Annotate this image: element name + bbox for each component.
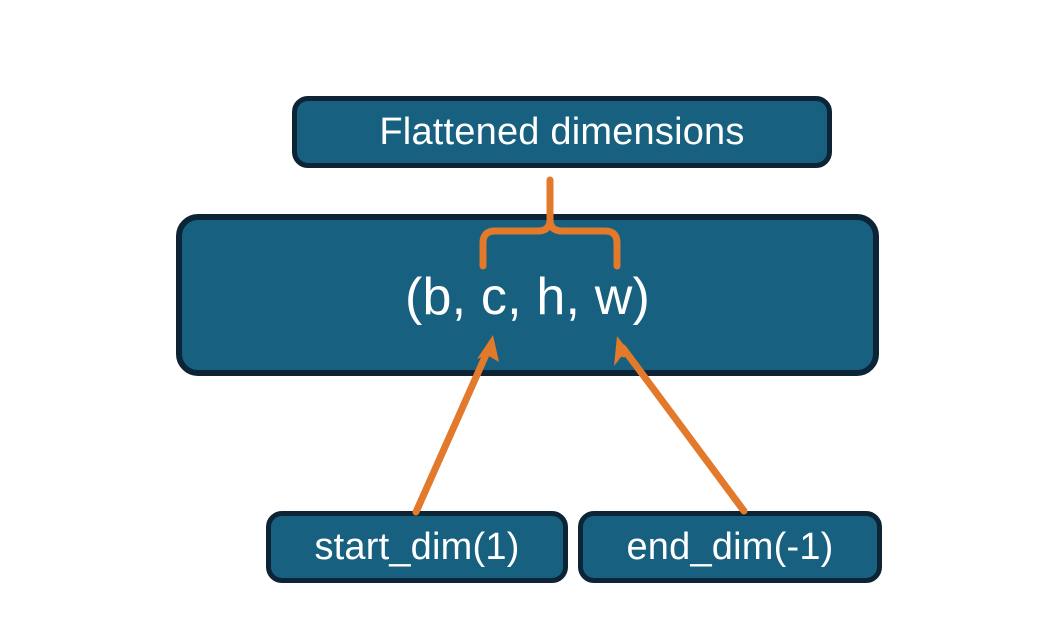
node-start-dim-label: start_dim(1) — [314, 525, 520, 568]
node-end-dim-label: end_dim(-1) — [626, 525, 834, 568]
node-tensor-shape[interactable]: (b, c, h, w) — [176, 214, 879, 376]
node-flattened-dimensions-label: Flattened dimensions — [379, 110, 745, 153]
node-flattened-dimensions[interactable]: Flattened dimensions — [292, 96, 832, 168]
node-start-dim[interactable]: start_dim(1) — [266, 511, 568, 583]
node-end-dim[interactable]: end_dim(-1) — [578, 511, 882, 583]
node-tensor-shape-label: (b, c, h, w) — [404, 268, 651, 326]
